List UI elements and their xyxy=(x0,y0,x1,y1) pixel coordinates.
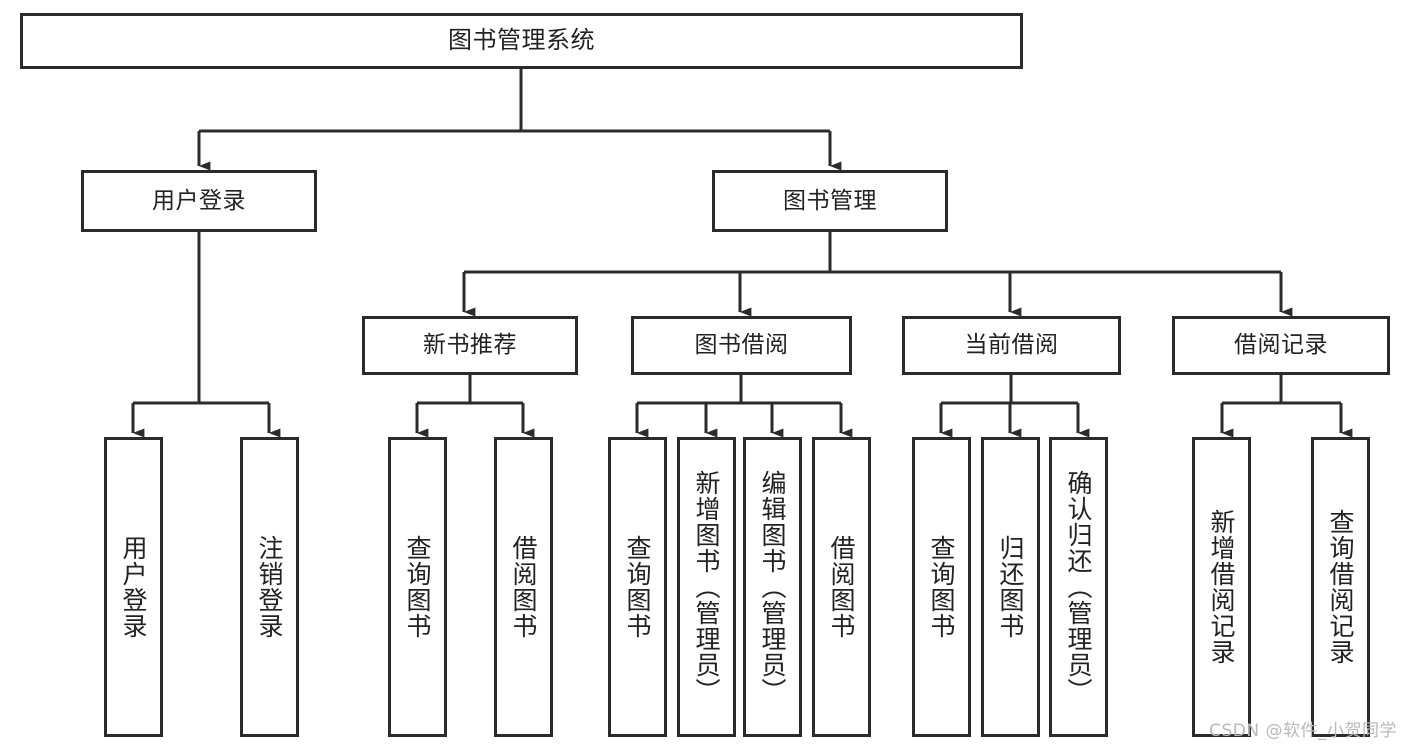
node-current-borrow[interactable]: 当前借阅 xyxy=(902,316,1121,375)
node-leaf-user-logout[interactable]: 注销登录 xyxy=(240,437,299,737)
node-borrow-record[interactable]: 借阅记录 xyxy=(1172,316,1390,375)
node-leaf-edit-book[interactable]: 编辑图书（管理员） xyxy=(743,437,802,737)
node-leaf-confirm-return[interactable]: 确认归还（管理员） xyxy=(1049,437,1108,737)
node-leaf-confirm-return-label: 确认归还（管理员） xyxy=(1064,470,1093,704)
node-leaf-query-book-1[interactable]: 查询图书 xyxy=(388,437,447,737)
node-root-label: 图书管理系统 xyxy=(448,26,595,55)
node-leaf-borrow-book-2[interactable]: 借阅图书 xyxy=(812,437,871,737)
node-leaf-add-book-label: 新增图书（管理员） xyxy=(692,470,721,704)
node-leaf-query-book-3[interactable]: 查询图书 xyxy=(912,437,971,737)
node-book-borrow[interactable]: 图书借阅 xyxy=(631,316,852,375)
node-leaf-add-book[interactable]: 新增图书（管理员） xyxy=(677,437,736,737)
node-leaf-query-book-3-label: 查询图书 xyxy=(927,535,956,639)
node-leaf-query-record-label: 查询借阅记录 xyxy=(1326,509,1355,665)
node-user-login[interactable]: 用户登录 xyxy=(81,170,317,232)
node-leaf-user-login-label: 用户登录 xyxy=(119,535,148,639)
node-leaf-borrow-book-1[interactable]: 借阅图书 xyxy=(494,437,553,737)
node-leaf-add-record[interactable]: 新增借阅记录 xyxy=(1192,437,1251,737)
node-leaf-borrow-book-2-label: 借阅图书 xyxy=(827,535,856,639)
node-book-management-label: 图书管理 xyxy=(783,187,877,214)
node-leaf-user-logout-label: 注销登录 xyxy=(255,535,284,639)
node-leaf-borrow-book-1-label: 借阅图书 xyxy=(509,535,538,639)
node-root[interactable]: 图书管理系统 xyxy=(20,13,1023,69)
node-borrow-record-label: 借阅记录 xyxy=(1234,332,1328,359)
node-new-book-recommend[interactable]: 新书推荐 xyxy=(362,316,578,375)
node-book-management[interactable]: 图书管理 xyxy=(712,170,948,232)
node-leaf-query-book-2[interactable]: 查询图书 xyxy=(608,437,667,737)
node-new-book-recommend-label: 新书推荐 xyxy=(423,332,517,359)
node-leaf-add-record-label: 新增借阅记录 xyxy=(1207,509,1236,665)
watermark: CSDN @软件_小贺同学 xyxy=(1209,721,1397,741)
node-leaf-query-book-2-label: 查询图书 xyxy=(623,535,652,639)
node-book-borrow-label: 图书借阅 xyxy=(694,332,789,359)
node-leaf-query-book-1-label: 查询图书 xyxy=(403,535,432,639)
node-user-login-label: 用户登录 xyxy=(152,187,246,214)
node-leaf-return-book-label: 归还图书 xyxy=(996,535,1025,639)
node-leaf-return-book[interactable]: 归还图书 xyxy=(981,437,1040,737)
node-leaf-user-login[interactable]: 用户登录 xyxy=(104,437,163,737)
node-leaf-edit-book-label: 编辑图书（管理员） xyxy=(758,470,787,704)
node-current-borrow-label: 当前借阅 xyxy=(964,332,1059,359)
node-leaf-query-record[interactable]: 查询借阅记录 xyxy=(1311,437,1370,737)
